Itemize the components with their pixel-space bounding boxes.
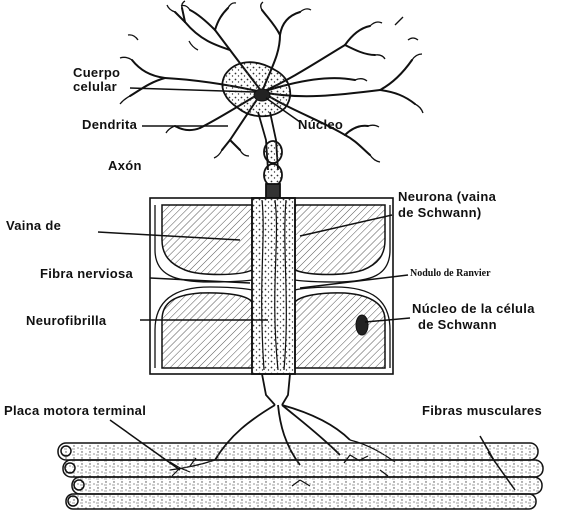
label-cuerpo-line1: Cuerpo (73, 66, 120, 80)
label-nodulo: Nodulo de Ranvier (410, 268, 491, 279)
label-vaina: Vaina de (6, 219, 61, 233)
label-nucleo: Núcleo (298, 118, 343, 132)
label-nucleo-celula-line2: de Schwann (418, 318, 497, 332)
label-dendrita: Dendrita (82, 118, 137, 132)
label-nucleo-celula-line1: Núcleo de la célula (412, 302, 535, 316)
label-neurona-line2: de Schwann) (398, 206, 481, 220)
muscle-fibers (58, 443, 543, 509)
label-cuerpo-line2: celular (73, 80, 117, 94)
label-neurona-line1: Neurona (vaina (398, 190, 496, 204)
label-neurofibrilla: Neurofibrilla (26, 314, 106, 328)
label-axon: Axón (108, 159, 142, 173)
label-fibras-musculares: Fibras musculares (422, 404, 542, 418)
label-fibra-nerviosa: Fibra nerviosa (40, 267, 133, 281)
label-placa-motora: Placa motora terminal (4, 404, 146, 418)
schwann-block (150, 198, 393, 374)
axon-upper (258, 112, 282, 198)
